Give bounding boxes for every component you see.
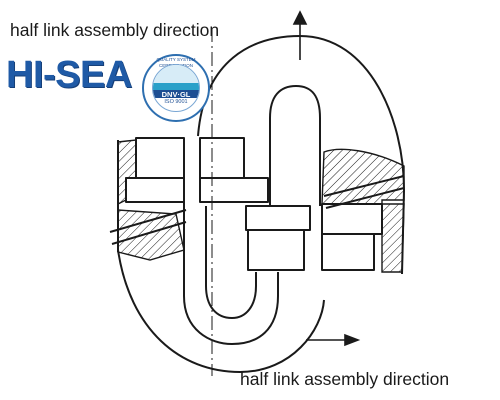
pin-line-upper — [109, 209, 187, 233]
inner-u-bottom — [183, 196, 279, 345]
stud-block-7 — [321, 203, 383, 235]
stud-block-3 — [199, 177, 269, 203]
badge-emblem: DNV·GL ISO 9001 — [152, 64, 200, 112]
hatch-right-lower — [381, 203, 405, 273]
pin-line-lower — [111, 221, 187, 245]
stud-block-5 — [247, 229, 305, 271]
stud-block-4 — [245, 205, 311, 231]
bottom-direction-label: half link assembly direction — [240, 369, 450, 389]
stud-block-8 — [125, 177, 185, 203]
inner-loop — [269, 85, 321, 206]
hatch-left-upper — [117, 139, 137, 206]
badge-mark-text: DNV·GL — [161, 89, 191, 99]
arrow-top-head — [292, 10, 308, 25]
pin-line-right-upper — [323, 175, 405, 197]
outer-shell-bottom — [117, 249, 325, 373]
certification-badge: QUALITY SYSTEM CERTIFICATION DNV·GL ISO … — [142, 54, 210, 122]
stud-block-1 — [135, 137, 185, 179]
badge-standard-text: ISO 9001 — [164, 99, 188, 106]
inner-u-inner — [205, 206, 257, 319]
stud-block-6 — [321, 233, 375, 271]
pin-line-right-lower — [325, 187, 405, 209]
brand-wordmark: HI-SEA — [6, 54, 132, 96]
hisea-logo: HI-SEA QUALITY SYSTEM CERTIFICATION DNV·… — [6, 54, 216, 122]
top-direction-label: half link assembly direction — [10, 20, 220, 40]
arrow-bottom-head — [344, 333, 361, 347]
hatch-left-lower — [117, 209, 185, 261]
hatch-right-upper — [321, 148, 405, 205]
stud-block-2 — [199, 137, 245, 179]
